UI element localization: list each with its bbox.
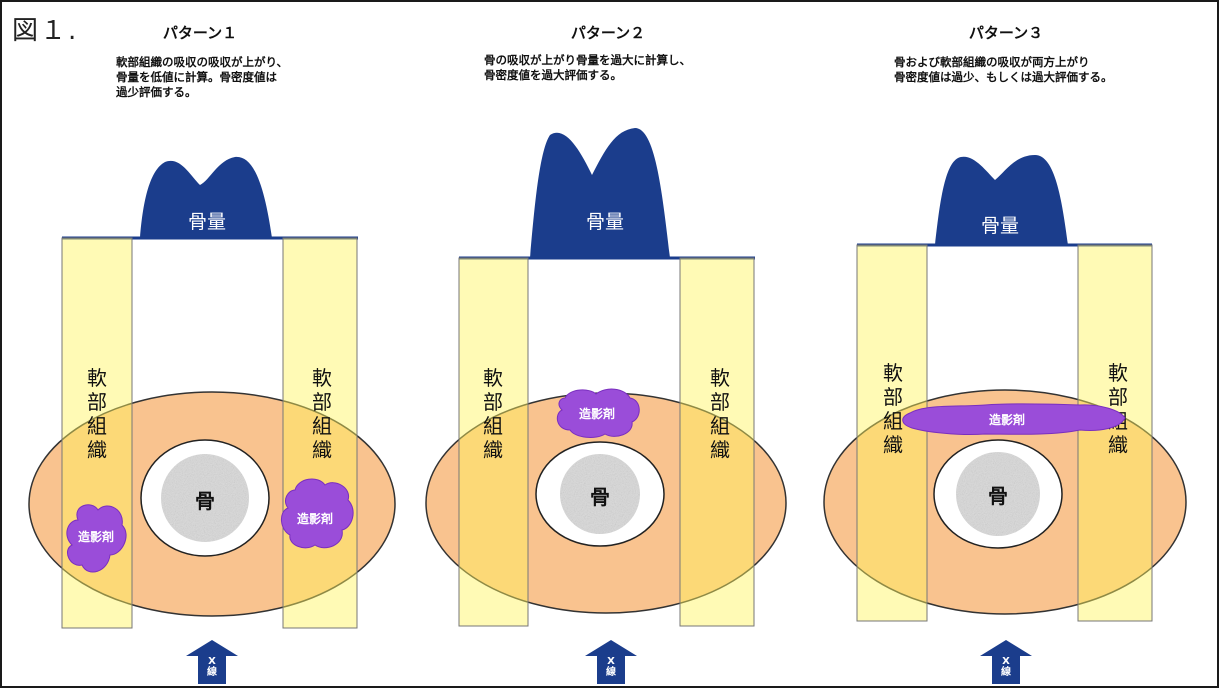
figure-label: 図１.: [12, 16, 79, 46]
soft-tissue-label-left: 軟部組織: [87, 366, 107, 462]
panel-3-title: パターン３: [968, 24, 1044, 42]
soft-tissue-right: [282, 237, 358, 629]
bone-mass-hump: [140, 156, 272, 238]
soft-tissue-label-left: 軟部組織: [883, 361, 903, 457]
hump-label: 骨量: [586, 211, 624, 233]
soft-tissue-label-right: 軟部組織: [312, 366, 332, 462]
contrast-label: 造影剤: [989, 412, 1025, 427]
contrast-label-left: 造影剤: [78, 529, 114, 544]
hump-label: 骨量: [188, 211, 226, 233]
soft-tissue-label-right: 軟部組織: [710, 366, 730, 462]
contrast-agent-blob-right: [281, 478, 354, 549]
bone-label: 骨: [195, 489, 215, 513]
xray-arrow: [585, 640, 637, 684]
soft-tissue-right: [1077, 244, 1153, 622]
xray-arrow: [980, 640, 1032, 684]
hump-label: 骨量: [981, 215, 1019, 237]
xray-arrow: [186, 640, 238, 684]
soft-tissue-right: [679, 257, 755, 627]
panel-2-description: 骨の吸収が上がり骨量を過大に計算し、 骨密度値を過大評価する。: [484, 53, 691, 82]
soft-tissue-label-left: 軟部組織: [483, 366, 503, 462]
bone-label: 骨: [590, 485, 610, 509]
soft-tissue-left: [856, 244, 928, 622]
bone-mass-hump: [935, 155, 1068, 245]
panel-1-description: 軟部組織の吸収の吸収が上がり、 骨量を低値に計算。骨密度値は 過少評価する。: [116, 55, 289, 99]
soft-tissue-left: [458, 257, 529, 627]
panel-2-title: パターン２: [570, 24, 646, 42]
contrast-agent-blob: [556, 388, 640, 438]
panel-3: 骨量 軟部組織 軟部組織 骨 造影剤 X線: [823, 155, 1187, 684]
contrast-label-right: 造影剤: [297, 511, 333, 526]
panel-1-title: パターン１: [162, 24, 238, 42]
contrast-agent-band: [902, 403, 1126, 436]
panel-3-description: 骨および軟部組織の吸収が両方上がり 骨密度値は過少、もしくは過大評価する。: [894, 55, 1113, 84]
contrast-agent-blob-left: [66, 504, 127, 573]
bone-mass-hump: [530, 128, 670, 258]
contrast-label: 造影剤: [579, 406, 615, 421]
bone-label: 骨: [988, 484, 1008, 508]
